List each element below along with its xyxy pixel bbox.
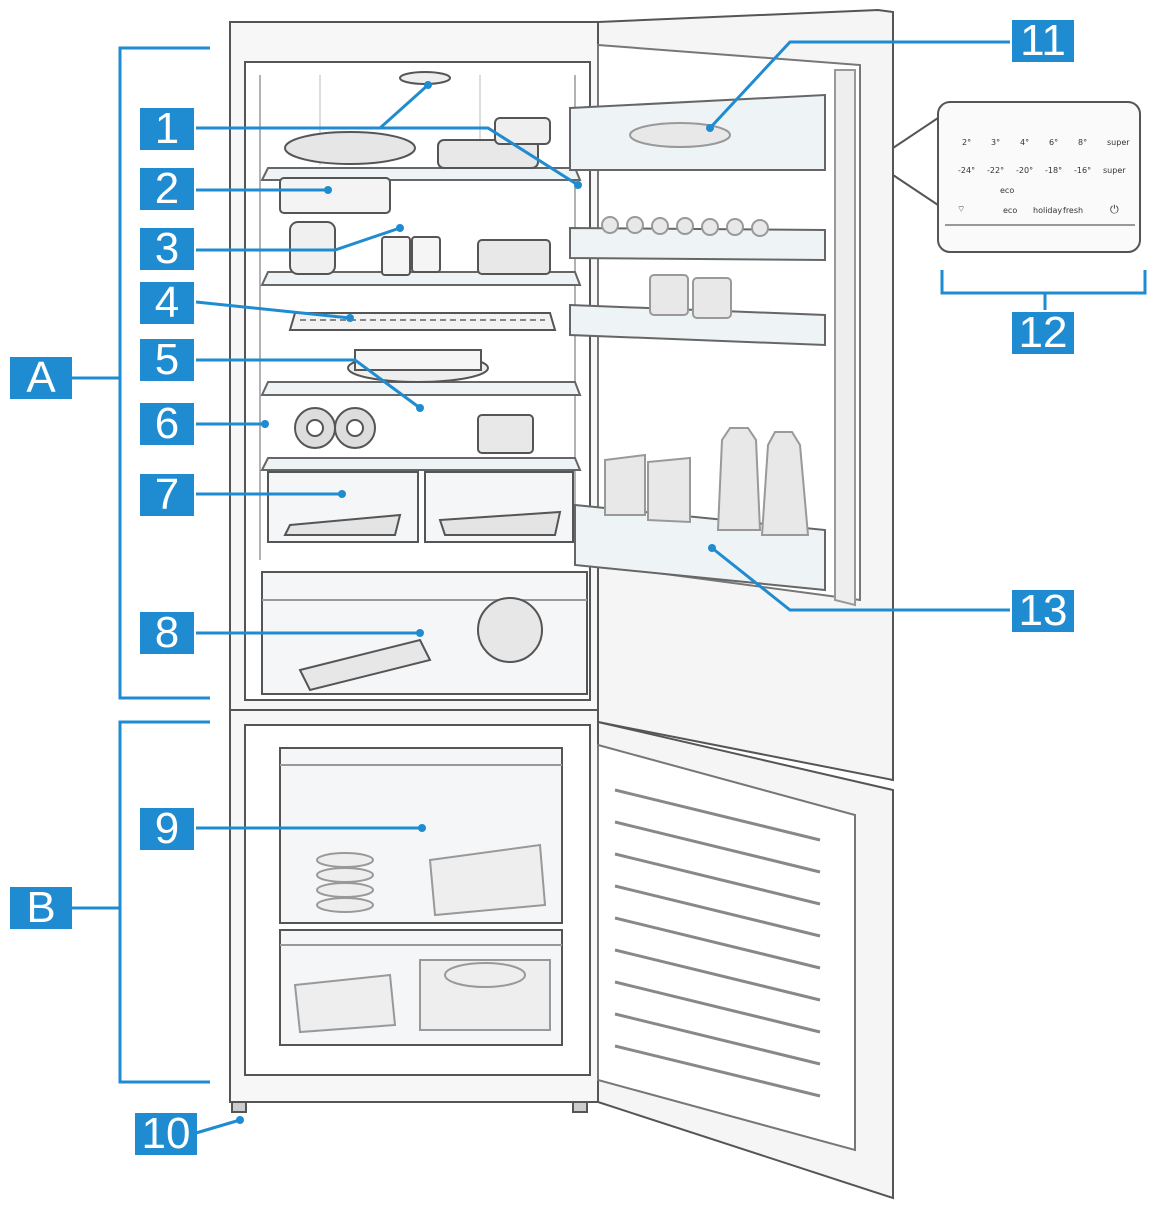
fridge-temp-item[interactable]: 3° — [991, 138, 1001, 147]
zone-b-label: B — [10, 886, 72, 930]
freezer-temp-item[interactable]: -22° — [987, 166, 1005, 175]
glass-shelves — [260, 167, 582, 471]
callout-8: 8 — [140, 611, 194, 655]
callout-13: 13 — [1012, 589, 1074, 633]
interior-light — [399, 71, 451, 85]
wifi-icon: ⌔ — [957, 205, 966, 215]
leader-lines — [195, 40, 1010, 1135]
callout-7: 7 — [140, 473, 194, 517]
freezer-temp-item[interactable]: super — [1103, 166, 1126, 175]
freezer-temp-item[interactable]: -18° — [1045, 166, 1063, 175]
fridge-temp-item[interactable]: 4° — [1020, 138, 1030, 147]
callout-9: 9 — [140, 807, 194, 851]
callout-12: 12 — [1012, 311, 1074, 355]
panel-bottom-item[interactable]: eco — [1003, 206, 1018, 215]
callout-6: 6 — [140, 402, 194, 446]
freezer-door-ribs — [614, 788, 821, 1098]
freezer-temp-item[interactable]: -16° — [1074, 166, 1092, 175]
panel-middle-label: eco — [1000, 186, 1015, 195]
fridge-temp-item[interactable]: 8° — [1078, 138, 1088, 147]
fridge-temp-item[interactable]: 6° — [1049, 138, 1059, 147]
zone-a-label: A — [10, 356, 72, 400]
freezer-temp-item[interactable]: -24° — [958, 166, 976, 175]
power-icon: ⏻ — [1110, 203, 1119, 216]
control-panel — [937, 101, 1141, 253]
freezer-temp-item[interactable]: -20° — [1016, 166, 1034, 175]
small-drawer — [279, 177, 391, 214]
fridge-temp-item[interactable]: 2° — [962, 138, 972, 147]
callout-5: 5 — [140, 338, 194, 382]
callout-10: 10 — [135, 1112, 197, 1156]
callout-2: 2 — [140, 167, 194, 211]
panel-bottom-item[interactable]: holiday — [1033, 206, 1063, 215]
callout-4: 4 — [140, 281, 194, 325]
panel-bracket — [940, 270, 1147, 295]
callout-11: 11 — [1012, 19, 1074, 63]
panel-bottom-item[interactable]: fresh — [1063, 206, 1084, 215]
callout-3: 3 — [140, 227, 194, 271]
leveling-foot-right — [572, 1101, 588, 1113]
control-panel-pointer — [892, 117, 939, 206]
bottle-rack — [288, 312, 557, 331]
callout-1: 1 — [140, 107, 194, 151]
zone-a-bracket — [118, 46, 210, 700]
leveling-foot-left — [231, 1101, 247, 1113]
zone-b-bracket — [118, 720, 210, 1084]
fridge-temp-item[interactable]: super — [1107, 138, 1130, 147]
